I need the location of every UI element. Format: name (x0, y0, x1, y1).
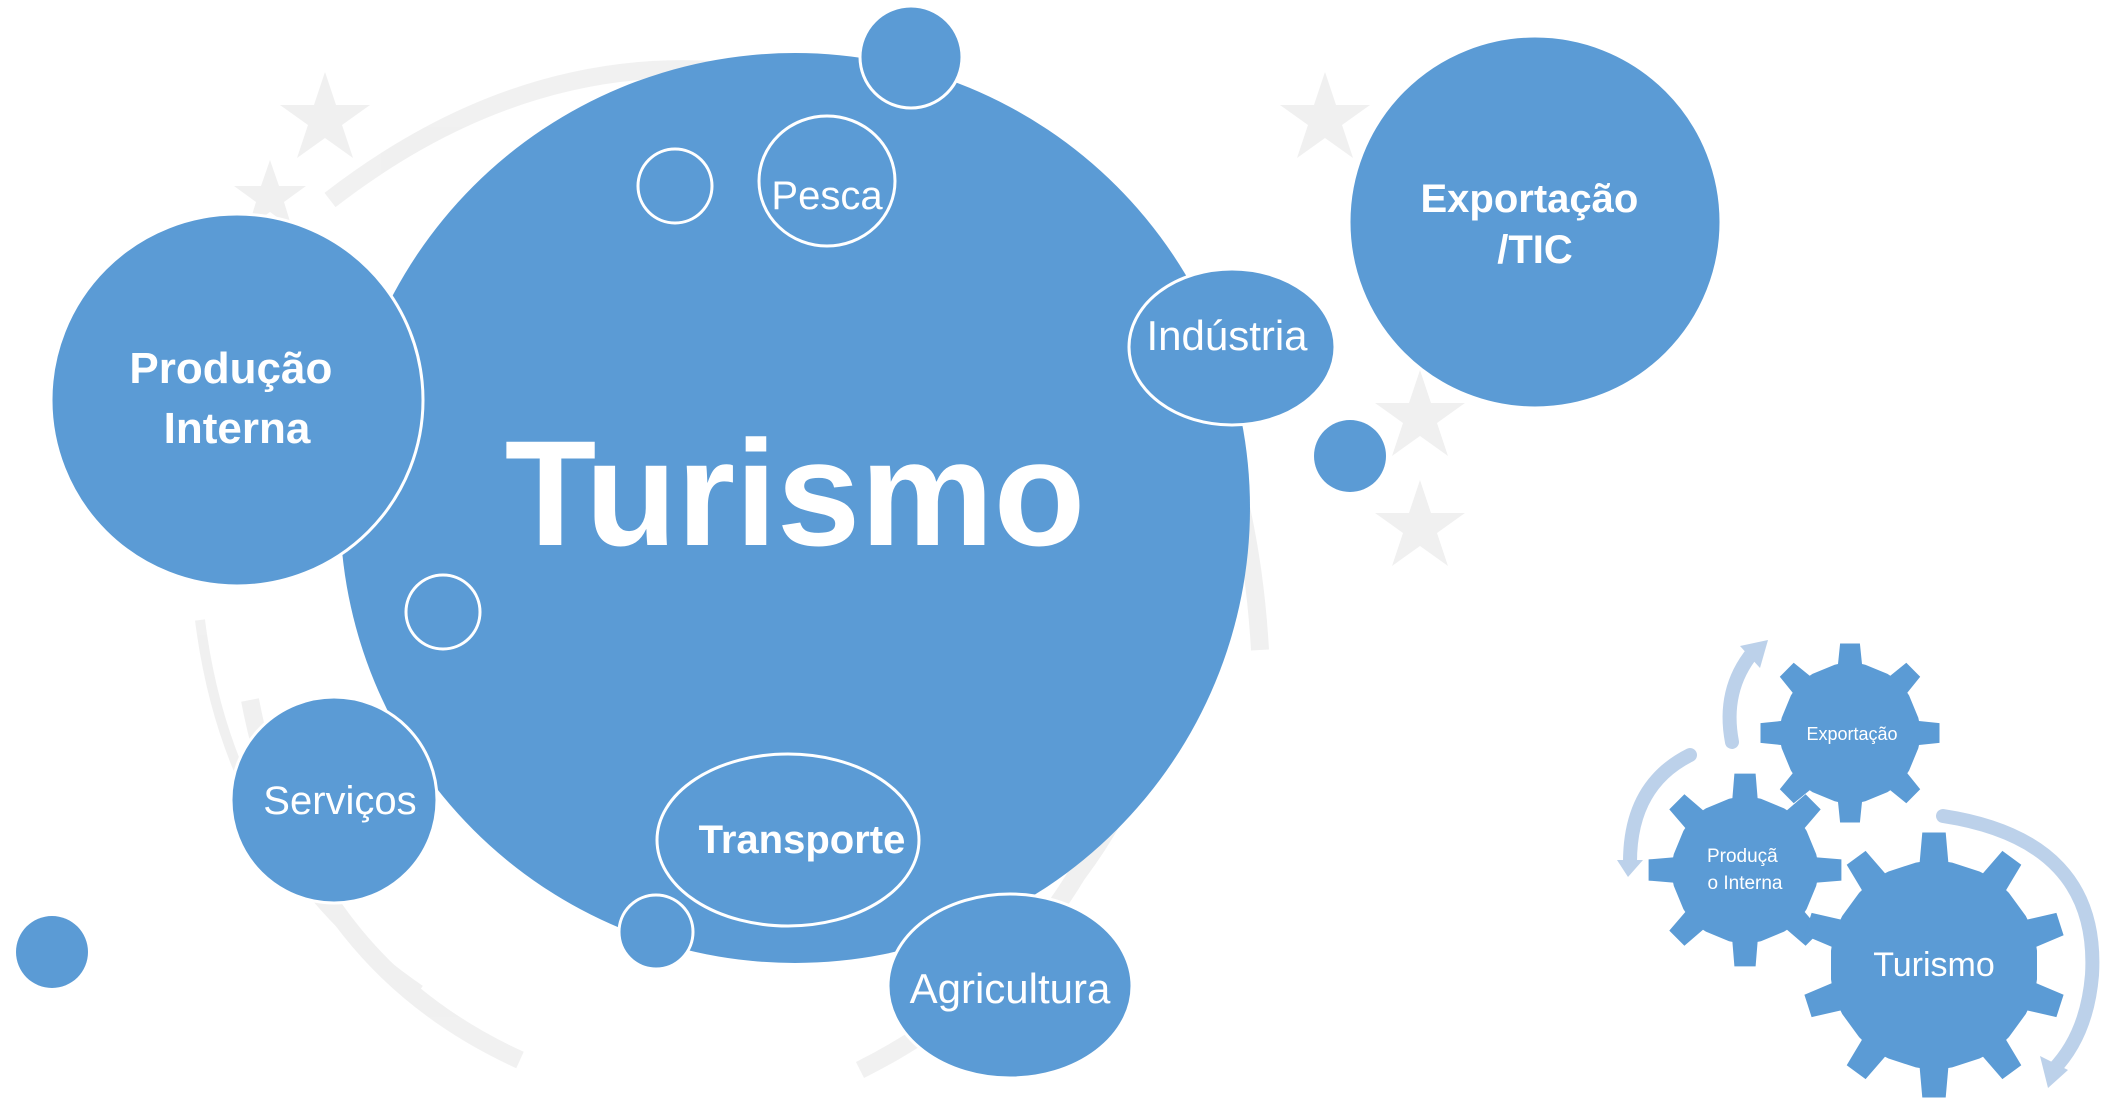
gear-turismo-label: Turismo (1873, 946, 1995, 984)
small-dot-bottom-left (16, 916, 88, 988)
pesca-label: Pesca (771, 174, 883, 218)
transporte-bubble (655, 752, 921, 928)
turismo-main-circle (340, 53, 1250, 963)
arrowhead-icon (2040, 1056, 2068, 1088)
turismo-main-label: Turismo (505, 409, 1086, 577)
producao-interna-line-2: Interna (164, 404, 311, 453)
exportacao-tic-line-1: Exportação (1421, 177, 1639, 221)
gear-producao-line-1: Produçã (1707, 846, 1778, 867)
agricultura-label: Agricultura (910, 965, 1111, 1012)
small-ring-top (636, 147, 714, 225)
star-icon (234, 72, 1465, 566)
gear-producao-interna-icon (1648, 773, 1842, 967)
gear-turismo-icon (1804, 832, 2064, 1098)
arrowhead-icon (1617, 860, 1643, 877)
gear-exportacao-icon (1760, 643, 1940, 823)
gear-exportacao-label: Exportação (1806, 724, 1897, 744)
curved-arrow-icon (1936, 809, 2100, 1077)
gear-diagram: Exportação Produçã o Interna Turismo (1617, 640, 2100, 1098)
gear-producao-line-2: o Interna (1708, 873, 1783, 894)
servicos-label: Serviços (263, 779, 416, 823)
industria-bubble (1127, 267, 1337, 427)
curved-arrow-icon (1722, 645, 1760, 749)
curved-arrow-icon (1623, 748, 1697, 869)
servicos-bubble (229, 695, 439, 905)
exportacao-tic-line-2: /TIC (1497, 228, 1573, 272)
producao-interna-line-1: Produção (129, 344, 332, 393)
arrowhead-icon (1740, 640, 1768, 668)
small-ring-left (404, 573, 482, 651)
small-ring-bottom (617, 893, 695, 971)
transporte-label: Transporte (699, 818, 906, 862)
producao-interna-label: Produção Interna (129, 344, 344, 453)
agricultura-bubble (886, 892, 1134, 1080)
gear-producao-interna-label: Produçã o Interna (1707, 846, 1783, 894)
industria-label: Indústria (1146, 312, 1308, 359)
exportacao-tic-bubble (1347, 34, 1723, 410)
small-dot-right (1314, 420, 1386, 492)
producao-interna-bubble (49, 212, 425, 588)
pesca-bubble (757, 114, 897, 248)
small-dot-top (858, 4, 964, 110)
exportacao-tic-label: Exportação /TIC (1421, 177, 1650, 272)
